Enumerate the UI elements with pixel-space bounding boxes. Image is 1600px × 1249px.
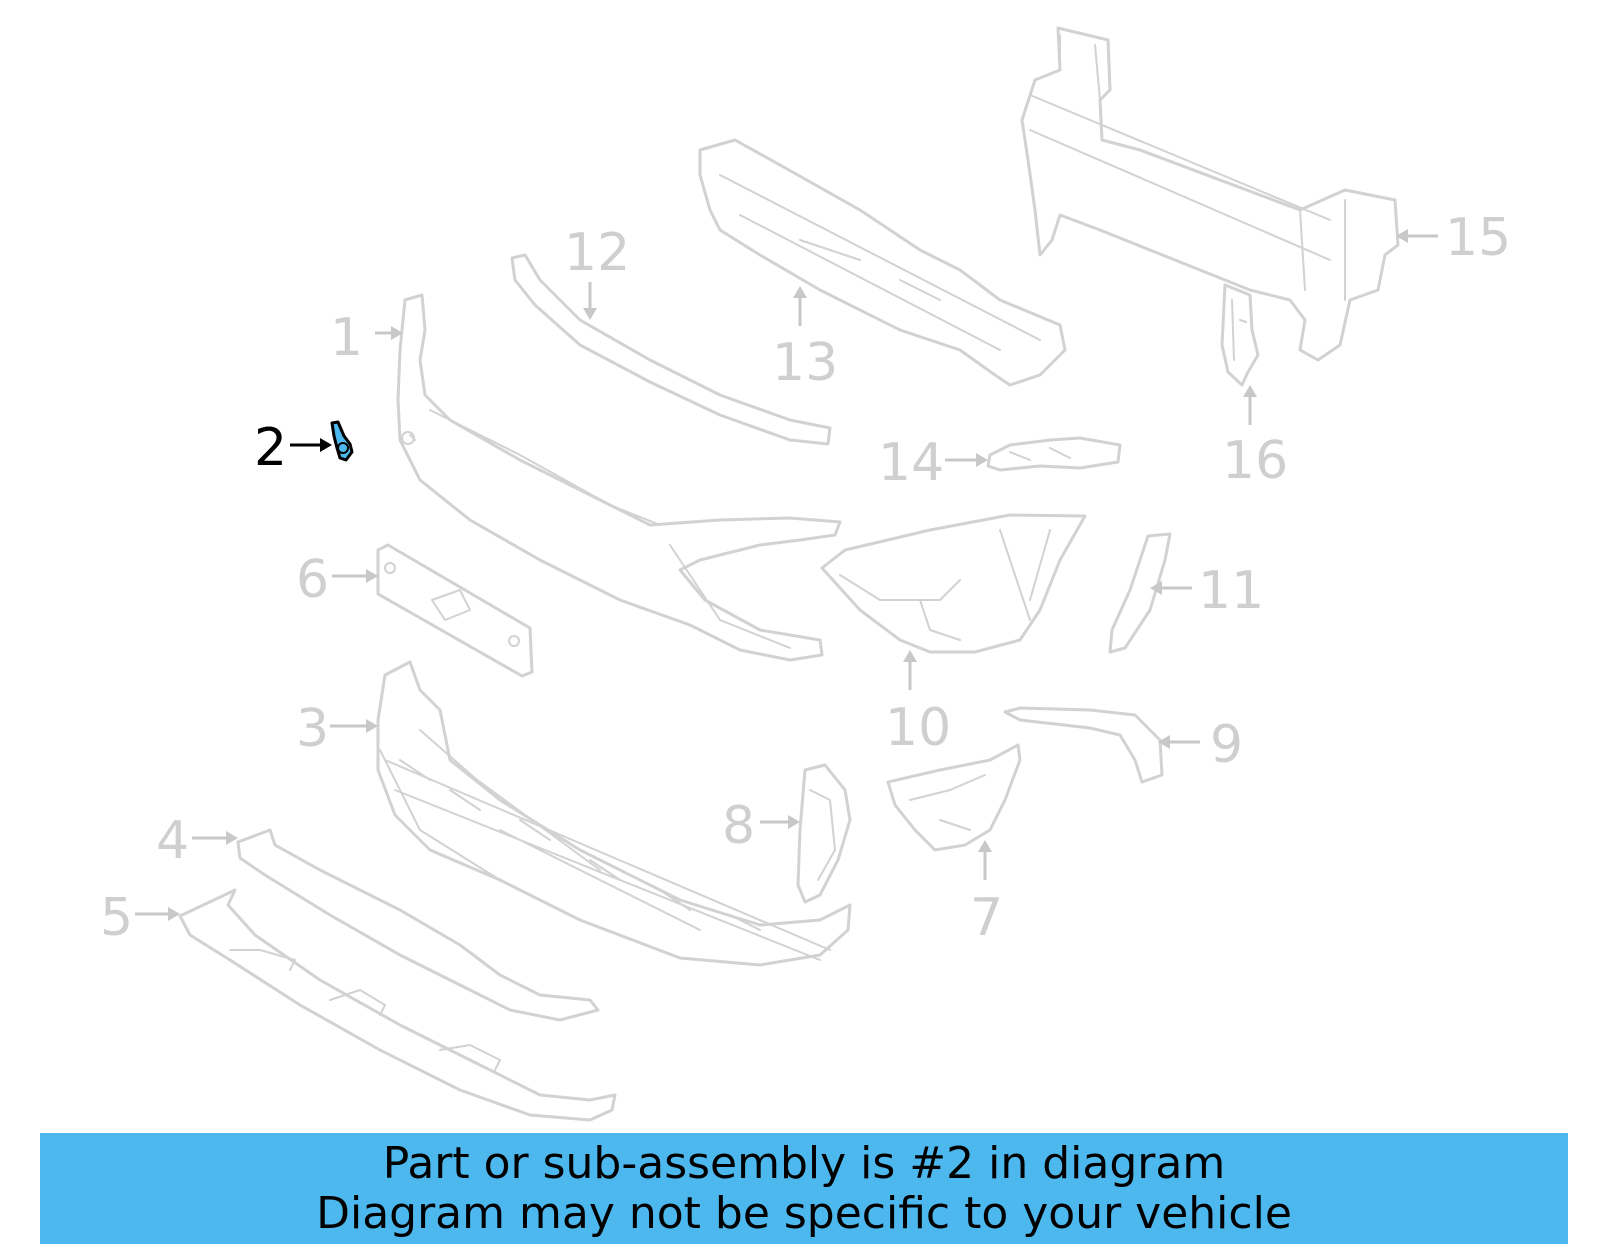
banner-line-part-number: Part or sub-assembly is #2 in diagram bbox=[382, 1137, 1226, 1189]
label-10: 10 bbox=[885, 698, 951, 758]
callout-1: 1 bbox=[330, 308, 403, 368]
callout-13: 13 bbox=[772, 286, 838, 393]
label-5: 5 bbox=[100, 888, 133, 948]
callout-8: 8 bbox=[722, 796, 800, 856]
callout-5: 5 bbox=[100, 888, 180, 948]
part-13-energy-absorber bbox=[698, 138, 1067, 387]
part-2-highlighted-clip bbox=[330, 420, 354, 462]
part-12-upper-trim bbox=[510, 253, 832, 446]
info-banner: Part or sub-assembly is #2 in diagram Di… bbox=[40, 1133, 1568, 1244]
label-8: 8 bbox=[722, 796, 755, 856]
callout-4: 4 bbox=[156, 811, 238, 871]
banner-line-disclaimer: Diagram may not be specific to your vehi… bbox=[316, 1187, 1292, 1239]
label-2: 2 bbox=[254, 418, 287, 478]
label-6: 6 bbox=[296, 550, 329, 610]
callout-10: 10 bbox=[885, 650, 951, 758]
label-15: 15 bbox=[1445, 208, 1511, 268]
part-11-trim-strip bbox=[1108, 532, 1172, 654]
label-7: 7 bbox=[970, 888, 1003, 948]
part-8-side-grille bbox=[796, 763, 852, 904]
part-5-skid-plate bbox=[178, 888, 617, 1122]
label-1: 1 bbox=[330, 308, 363, 368]
label-13: 13 bbox=[772, 333, 838, 393]
label-4: 4 bbox=[156, 811, 189, 871]
part-10-lamp-housing bbox=[820, 513, 1087, 654]
part-3-lower-grille bbox=[376, 660, 852, 967]
callout-15: 15 bbox=[1396, 208, 1511, 268]
part-16-bracket bbox=[1220, 283, 1260, 387]
label-11: 11 bbox=[1198, 561, 1264, 621]
part-1-bumper-cover bbox=[396, 293, 842, 662]
label-9: 9 bbox=[1210, 715, 1243, 775]
label-14: 14 bbox=[878, 433, 944, 493]
callout-14: 14 bbox=[878, 433, 988, 493]
part-15-reinforcement-bar bbox=[1020, 26, 1400, 362]
callout-3: 3 bbox=[296, 699, 378, 759]
part-14-bracket bbox=[986, 436, 1122, 472]
part-7-corner-bezel bbox=[886, 743, 1022, 852]
callout-6: 6 bbox=[296, 550, 378, 610]
label-3: 3 bbox=[296, 699, 329, 759]
callout-7: 7 bbox=[970, 840, 1003, 948]
callout-16: 16 bbox=[1222, 385, 1288, 491]
part-4-lower-molding bbox=[236, 828, 600, 1022]
label-16: 16 bbox=[1222, 431, 1288, 491]
callout-11: 11 bbox=[1150, 561, 1264, 621]
callout-2: 2 bbox=[254, 418, 332, 478]
part-9-trim-molding bbox=[1003, 706, 1164, 784]
callout-9: 9 bbox=[1158, 715, 1243, 775]
callout-12: 12 bbox=[564, 223, 630, 320]
part-6-license-plate-bracket bbox=[376, 543, 534, 678]
label-12: 12 bbox=[564, 223, 630, 283]
